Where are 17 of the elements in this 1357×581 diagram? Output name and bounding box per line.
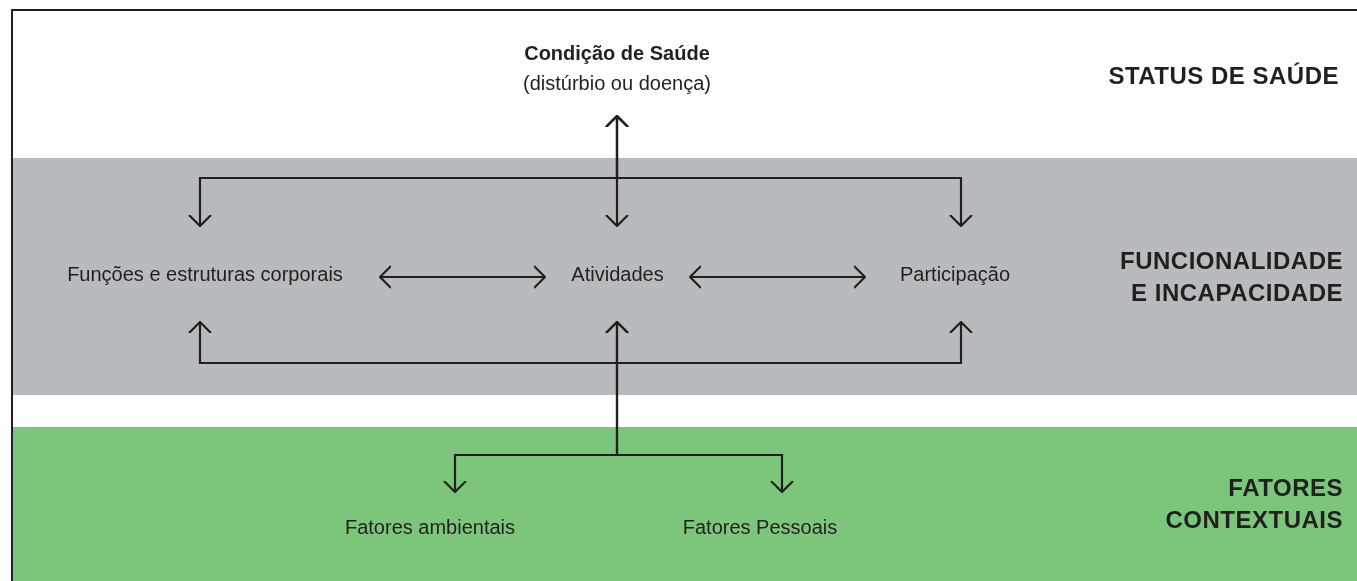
node-subtitle: (distúrbio ou doença) [523, 71, 711, 96]
band-background [12, 427, 1357, 581]
node-label: Atividades [571, 262, 664, 287]
node-label: Participação [899, 262, 1011, 287]
band-background [12, 158, 1357, 395]
band-heading: FUNCIONALIDADE E INCAPACIDADE [1119, 245, 1343, 308]
connector-arrow [688, 264, 867, 290]
section-heading: STATUS DE SAÚDE [1108, 61, 1339, 91]
band-heading: FATORES CONTEXTUAIS [1164, 473, 1343, 535]
node-label: Fatores ambientais [344, 515, 516, 540]
connector-arrow [378, 264, 547, 290]
connector-arrow [604, 114, 974, 228]
node-label: Funções e estruturas corporais [67, 262, 343, 287]
node-title: Condição de Saúde [524, 41, 710, 66]
node-label: Fatores Pessoais [682, 515, 838, 540]
connector-arrow [187, 320, 974, 365]
connector-arrow [604, 320, 795, 494]
